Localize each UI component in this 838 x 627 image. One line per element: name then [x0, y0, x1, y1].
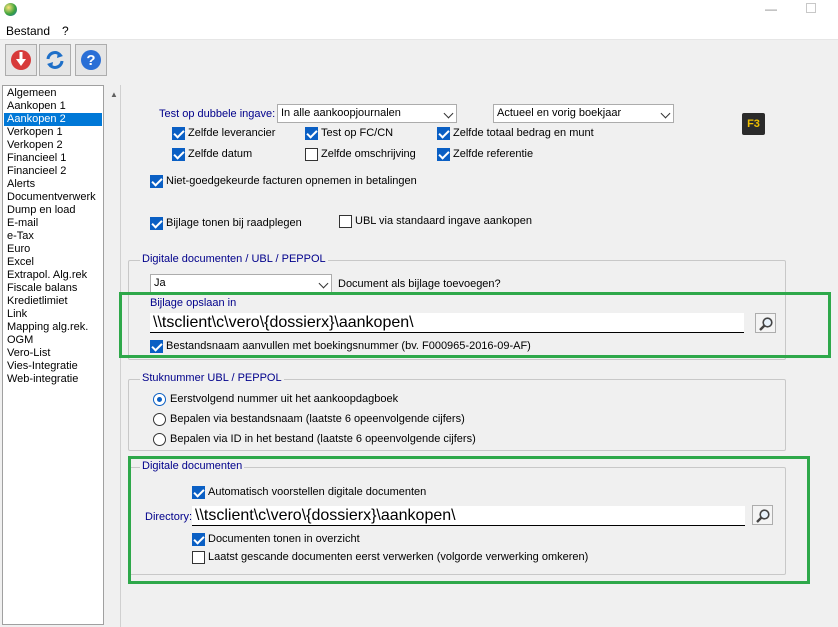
attach-document-label: Document als bijlage toevoegen?	[338, 278, 501, 290]
ubl-standard-label: UBL via standaard ingave aankopen	[355, 215, 532, 227]
radio-next-number[interactable]	[153, 393, 166, 406]
same-total-checkbox[interactable]	[437, 127, 450, 140]
period-value: Actueel en vorig boekjaar	[497, 107, 621, 119]
refresh-button[interactable]	[39, 44, 71, 76]
power-exit-icon	[9, 48, 33, 72]
menu-bar: Bestand ?	[0, 20, 838, 40]
list-item-financieel-2[interactable]: Financieel 2	[7, 165, 66, 178]
same-desc-checkbox[interactable]	[305, 148, 318, 161]
list-item-verkopen-1[interactable]: Verkopen 1	[7, 126, 63, 139]
next-number-label: Eerstvolgend nummer uit het aankoopdagbo…	[170, 393, 398, 405]
exit-button[interactable]	[5, 44, 37, 76]
list-item-extrapol[interactable]: Extrapol. Alg.rek	[7, 269, 87, 282]
period-select[interactable]: Actueel en vorig boekjaar	[493, 104, 674, 123]
show-attachment-checkbox[interactable]	[150, 217, 163, 230]
chevron-down-icon	[661, 109, 671, 119]
help-button[interactable]: ?	[75, 44, 107, 76]
app-icon	[4, 3, 17, 16]
same-supplier-checkbox[interactable]	[172, 127, 185, 140]
unapproved-invoices-checkbox[interactable]	[150, 175, 163, 188]
ubl-standard-checkbox[interactable]	[339, 215, 352, 228]
minimize-button[interactable]: —	[758, 1, 784, 19]
list-item-verkopen-2[interactable]: Verkopen 2	[7, 139, 63, 152]
list-item-web-integratie[interactable]: Web-integratie	[7, 373, 78, 386]
test-fc-cn-label: Test op FC/CN	[321, 127, 393, 139]
same-ref-label: Zelfde referentie	[453, 148, 533, 160]
same-supplier-label: Zelfde leverancier	[188, 127, 275, 139]
menu-help[interactable]: ?	[62, 24, 69, 38]
attach-document-value: Ja	[154, 277, 166, 289]
unapproved-invoices-label: Niet-goedgekeurde facturen opnemen in be…	[166, 175, 417, 187]
duplicate-scope-select[interactable]: In alle aankoopjournalen	[277, 104, 457, 123]
list-item-vero-list[interactable]: Vero-List	[7, 347, 50, 360]
list-item-vies[interactable]: Vies-Integratie	[7, 360, 78, 373]
same-desc-label: Zelfde omschrijving	[321, 148, 416, 160]
highlight-box-digital-documents	[128, 456, 810, 584]
same-date-checkbox[interactable]	[172, 148, 185, 161]
chevron-down-icon	[319, 279, 329, 289]
list-item-euro[interactable]: Euro	[7, 243, 30, 256]
list-item-fiscale-balans[interactable]: Fiscale balans	[7, 282, 77, 295]
list-item-ogm[interactable]: OGM	[7, 334, 33, 347]
filename-label: Bepalen via bestandsnaam (laatste 6 opee…	[170, 413, 465, 425]
stuknummer-title: Stuknummer UBL / PEPPOL	[140, 372, 284, 384]
svg-text:?: ?	[86, 52, 95, 69]
f3-badge[interactable]: F3	[742, 113, 765, 135]
highlight-box-save-path	[119, 292, 831, 358]
radio-filename[interactable]	[153, 413, 166, 426]
list-item-mapping[interactable]: Mapping alg.rek.	[7, 321, 88, 334]
attach-document-select[interactable]: Ja	[150, 274, 332, 293]
list-item-etax[interactable]: e-Tax	[7, 230, 34, 243]
scroll-up-icon[interactable]: ▲	[110, 90, 118, 99]
same-total-label: Zelfde totaal bedrag en munt	[453, 127, 594, 139]
list-item-financieel-1[interactable]: Financieel 1	[7, 152, 66, 165]
toolbar: ?	[0, 41, 838, 81]
list-item-aankopen-1[interactable]: Aankopen 1	[7, 100, 66, 113]
list-item-alerts[interactable]: Alerts	[7, 178, 35, 191]
digital-ubl-title: Digitale documenten / UBL / PEPPOL	[140, 253, 328, 265]
list-item-aankopen-2[interactable]: Aankopen 2	[4, 113, 102, 126]
settings-category-list[interactable]: Algemeen Aankopen 1 Aankopen 2 Verkopen …	[2, 85, 104, 625]
duplicate-test-label: Test op dubbele ingave:	[159, 108, 275, 120]
test-fc-cn-checkbox[interactable]	[305, 127, 318, 140]
list-item-documentverwerk[interactable]: Documentverwerk	[7, 191, 96, 204]
list-item-algemeen[interactable]: Algemeen	[7, 87, 57, 100]
maximize-button[interactable]	[806, 3, 816, 13]
show-attachment-label: Bijlage tonen bij raadplegen	[166, 217, 302, 229]
file-id-label: Bepalen via ID in het bestand (laatste 6…	[170, 433, 476, 445]
refresh-icon	[43, 48, 67, 72]
radio-file-id[interactable]	[153, 433, 166, 446]
same-date-label: Zelfde datum	[188, 148, 252, 160]
title-bar: —	[0, 0, 838, 20]
list-item-excel[interactable]: Excel	[7, 256, 34, 269]
list-item-link[interactable]: Link	[7, 308, 27, 321]
same-ref-checkbox[interactable]	[437, 148, 450, 161]
menu-bestand[interactable]: Bestand	[6, 24, 50, 38]
list-item-dump-en-load[interactable]: Dump en load	[7, 204, 76, 217]
question-icon: ?	[79, 48, 103, 72]
chevron-down-icon	[444, 109, 454, 119]
list-item-kredietlimiet[interactable]: Kredietlimiet	[7, 295, 68, 308]
duplicate-scope-value: In alle aankoopjournalen	[281, 107, 401, 119]
list-item-email[interactable]: E-mail	[7, 217, 38, 230]
